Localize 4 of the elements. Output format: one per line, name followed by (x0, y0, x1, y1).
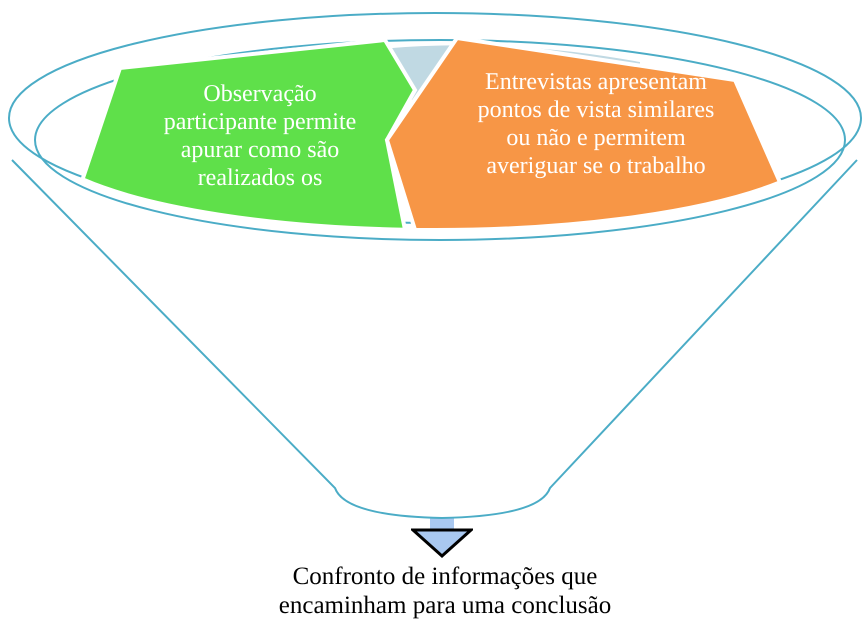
conclusion-text: Confronto de informações que encaminham para uma conclusão (278, 562, 612, 620)
panel-text: Observação participante permite apurar como são realizados os (162, 80, 358, 192)
panel-text: Entrevistas apresentam pontos de vista similares ou não e permitem averiguar se o trabalho (476, 68, 716, 180)
block-arrow (412, 518, 472, 558)
